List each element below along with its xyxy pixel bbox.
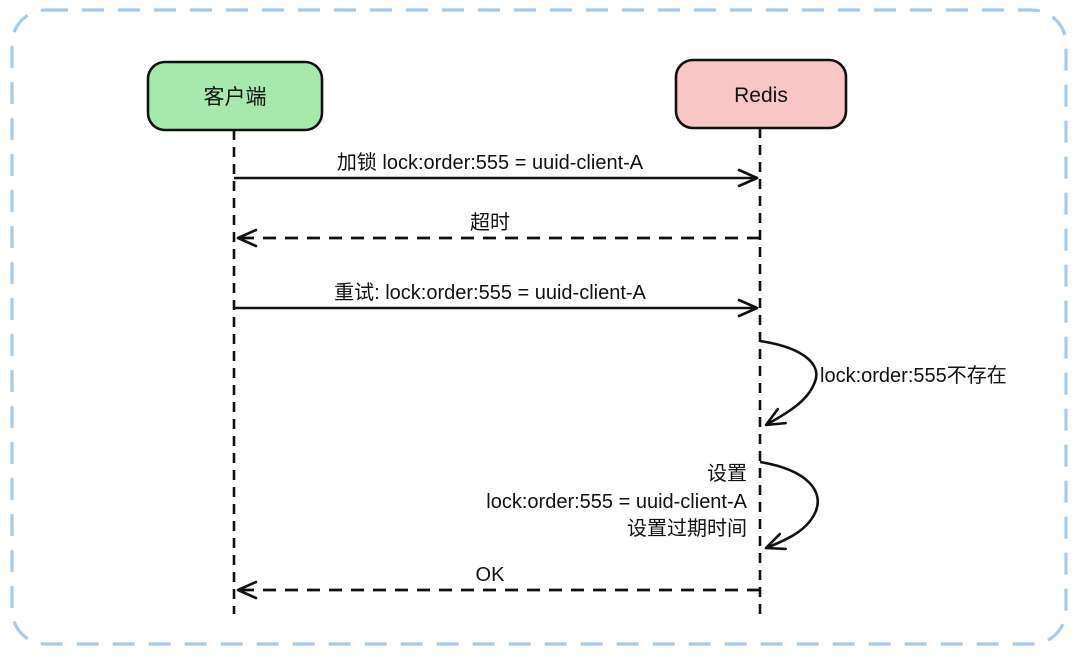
message-label-retry: 重试: lock:order:555 = uuid-client-A (334, 281, 646, 304)
message-label-timeout: 超时 (470, 211, 510, 234)
actor-box-redis (674, 58, 848, 130)
self-loop-label-set-line2: lock:order:555 = uuid-client-A (486, 491, 747, 513)
actor-box-client (146, 60, 324, 132)
self-loop-label-key-not-exists: lock:order:555不存在 (820, 364, 1007, 387)
actor-label-redis: Redis (734, 84, 788, 107)
self-loop-set-key (759, 460, 820, 551)
self-loop-label-set-line3: 设置过期时间 (627, 517, 747, 540)
message-label-lock-request: 加锁 lock:order:555 = uuid-client-A (337, 151, 644, 174)
self-loop-key-not-exists (759, 339, 818, 427)
message-label-ok: OK (476, 564, 506, 586)
actor-label-client: 客户端 (204, 86, 267, 109)
self-loop-label-set-line1: 设置 (707, 462, 747, 485)
